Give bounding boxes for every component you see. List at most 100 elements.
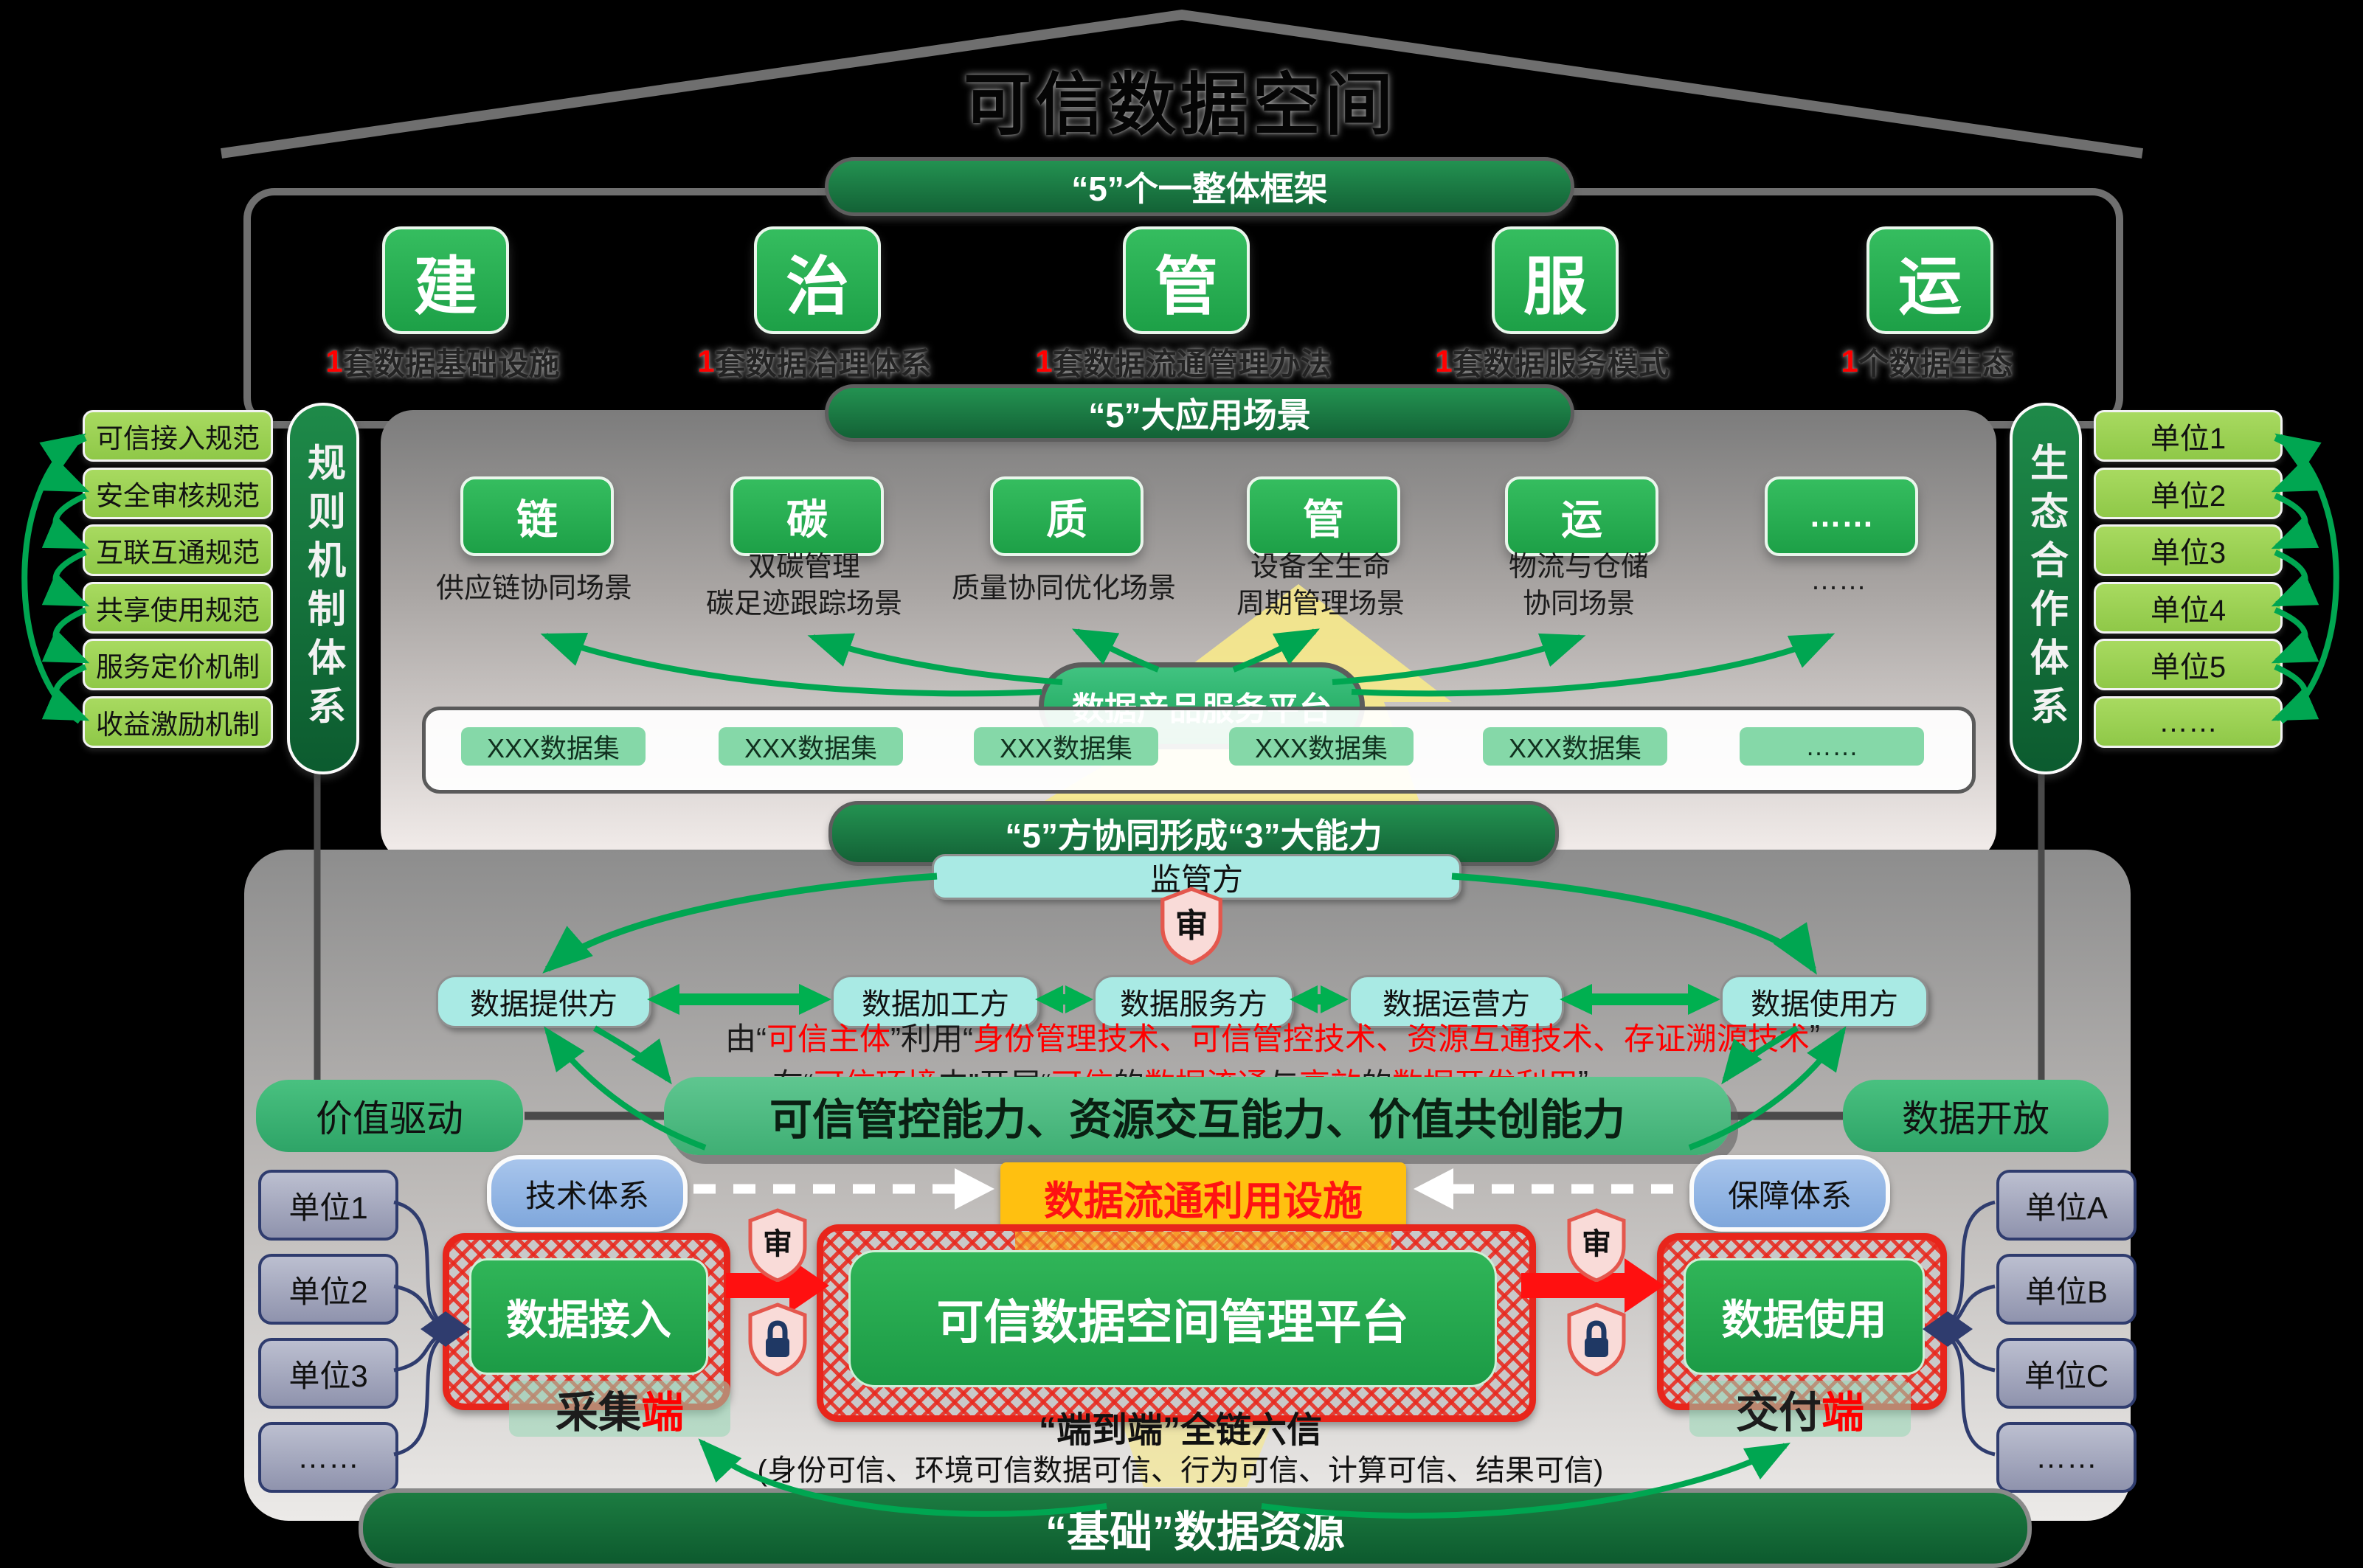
role-data-operator[interactable]: 数据运营方 <box>1349 975 1564 1028</box>
scenario-box-chain[interactable]: 链 <box>460 476 614 556</box>
rules-item-interconnect[interactable]: 互联互通规范 <box>83 524 273 576</box>
eco-unit-label: 单位4 <box>2150 594 2227 627</box>
source-unit-more[interactable]: …… <box>258 1422 398 1493</box>
eco-unit-1[interactable]: 单位1 <box>2094 410 2283 462</box>
rules-item-label: 服务定价机制 <box>96 652 260 682</box>
rules-link-arcs <box>21 433 90 724</box>
target-unit-a[interactable]: 单位A <box>1996 1170 2137 1241</box>
tech-system-pill[interactable]: 技术体系 <box>487 1155 688 1232</box>
framework-letter: 管 <box>1155 251 1218 322</box>
source-unit-1[interactable]: 单位1 <box>258 1170 398 1241</box>
value-driven-pill[interactable]: 价值驱动 <box>256 1080 523 1152</box>
ingest-diamond-arrow <box>421 1311 471 1347</box>
scenario-caption-chain: 供应链协同场景 <box>435 573 632 604</box>
eco-unit-more[interactable]: …… <box>2094 696 2283 748</box>
rules-item-label: 共享使用规范 <box>96 595 260 625</box>
eco-unit-label: 单位3 <box>2150 537 2227 569</box>
framework-box-jian[interactable]: 建 <box>382 226 509 334</box>
role-flow-arrows <box>647 984 1720 1015</box>
data-open-pill[interactable]: 数据开放 <box>1843 1080 2108 1152</box>
framework-letter: 建 <box>414 251 477 322</box>
dataset-box-2[interactable]: XXX数据集 <box>719 727 903 766</box>
red-flow-arrows <box>726 1258 1664 1313</box>
framework-letter: 服 <box>1523 251 1587 322</box>
scenario-box-more[interactable]: …… <box>1765 476 1918 556</box>
dataset-box-more[interactable]: …… <box>1740 727 1924 766</box>
rules-item-audit[interactable]: 安全审核规范 <box>83 468 273 519</box>
scenario-box-quality[interactable]: 质 <box>990 476 1144 556</box>
rules-item-label: 互联互通规范 <box>96 538 260 568</box>
supervisor-arcs <box>542 873 1817 975</box>
scenario-letter: 碳 <box>786 496 828 543</box>
framework-header: “5”个一整体框架 <box>825 157 1574 216</box>
framework-box-guan[interactable]: 管 <box>1123 226 1250 334</box>
rules-item-sharing[interactable]: 共享使用规范 <box>83 582 273 634</box>
framework-box-zhi[interactable]: 治 <box>754 226 881 334</box>
dataset-container <box>422 707 1976 794</box>
rules-item-incentive[interactable]: 收益激励机制 <box>83 696 273 748</box>
deliver-end-label: 交付端 <box>1689 1381 1911 1437</box>
rules-item-access[interactable]: 可信接入规范 <box>83 410 273 462</box>
data-flow-facility[interactable]: 数据流通利用设施 <box>1000 1162 1406 1232</box>
dataset-box-5[interactable]: XXX数据集 <box>1483 727 1667 766</box>
svg-text:审: 审 <box>1175 908 1208 944</box>
framework-box-yun[interactable]: 运 <box>1866 226 1993 334</box>
rules-item-label: 安全审核规范 <box>96 481 260 511</box>
rules-item-pricing[interactable]: 服务定价机制 <box>83 639 273 690</box>
lock-shield-icon <box>748 1302 807 1377</box>
ingest-box[interactable]: 数据接入 <box>469 1258 708 1375</box>
scenario-box-carbon[interactable]: 碳 <box>730 476 884 556</box>
role-data-server[interactable]: 数据服务方 <box>1093 975 1294 1028</box>
eco-unit-label: 单位5 <box>2150 651 2227 684</box>
rules-item-label: 收益激励机制 <box>96 710 260 740</box>
target-unit-c[interactable]: 单位C <box>1996 1338 2137 1409</box>
dataset-box-3[interactable]: XXX数据集 <box>974 727 1158 766</box>
scenario-caption-carbon: 双碳管理碳足迹跟踪场景 <box>705 552 902 620</box>
scenario-caption-quality: 质量协同优化场景 <box>951 573 1176 604</box>
scenario-caption-logistics: 物流与仓储协同场景 <box>1508 552 1649 620</box>
roof-outline <box>220 10 2144 159</box>
eco-unit-3[interactable]: 单位3 <box>2094 524 2283 576</box>
eco-unit-4[interactable]: 单位4 <box>2094 582 2283 634</box>
platform-box[interactable]: 可信数据空间管理平台 <box>848 1250 1497 1387</box>
scenario-letter: 链 <box>516 496 558 543</box>
svg-text:审: 审 <box>1582 1228 1611 1260</box>
source-unit-3[interactable]: 单位3 <box>258 1338 398 1409</box>
framework-box-fu[interactable]: 服 <box>1492 226 1619 334</box>
value-loop-arcs <box>544 1025 1847 1151</box>
framework-letter: 运 <box>1898 251 1962 322</box>
infra-dashed-arrows <box>693 1168 1673 1210</box>
use-box[interactable]: 数据使用 <box>1684 1258 1925 1375</box>
eco-unit-2[interactable]: 单位2 <box>2094 468 2283 519</box>
base-resource-arcs <box>698 1438 1791 1519</box>
audit-shield-icon: 审 <box>748 1208 807 1283</box>
target-unit-more[interactable]: …… <box>1996 1422 2137 1493</box>
role-data-processor[interactable]: 数据加工方 <box>831 975 1039 1028</box>
source-unit-2[interactable]: 单位2 <box>258 1254 398 1325</box>
audit-shield-icon: 审 <box>1567 1208 1626 1283</box>
audit-shield-icon: 审 <box>1160 887 1223 965</box>
eco-unit-label: 单位2 <box>2150 480 2227 513</box>
eco-link-arcs <box>2271 433 2339 724</box>
rules-sidebar-title: 规则机制体系 <box>287 403 359 774</box>
scenario-letter: …… <box>1809 498 1874 534</box>
scenario-header: “5”大应用场景 <box>825 384 1574 442</box>
role-data-provider[interactable]: 数据提供方 <box>436 975 651 1028</box>
scenario-caption-manage: 设备全生命周期管理场景 <box>1236 552 1405 620</box>
scenario-letter: 管 <box>1303 496 1344 543</box>
base-data-resource-bar: “基础”数据资源 <box>359 1488 2032 1568</box>
guarantee-system-pill[interactable]: 保障体系 <box>1689 1155 1890 1232</box>
lock-shield-icon <box>1567 1302 1626 1377</box>
dataset-box-4[interactable]: XXX数据集 <box>1229 727 1414 766</box>
dataset-box-1[interactable]: XXX数据集 <box>461 727 646 766</box>
eco-unit-label: 单位1 <box>2150 423 2227 455</box>
target-unit-b[interactable]: 单位B <box>1996 1254 2137 1325</box>
eco-unit-5[interactable]: 单位5 <box>2094 639 2283 690</box>
scenario-box-logistics[interactable]: 运 <box>1505 476 1658 556</box>
scenario-box-manage[interactable]: 管 <box>1247 476 1400 556</box>
rules-item-label: 可信接入规范 <box>96 423 260 454</box>
